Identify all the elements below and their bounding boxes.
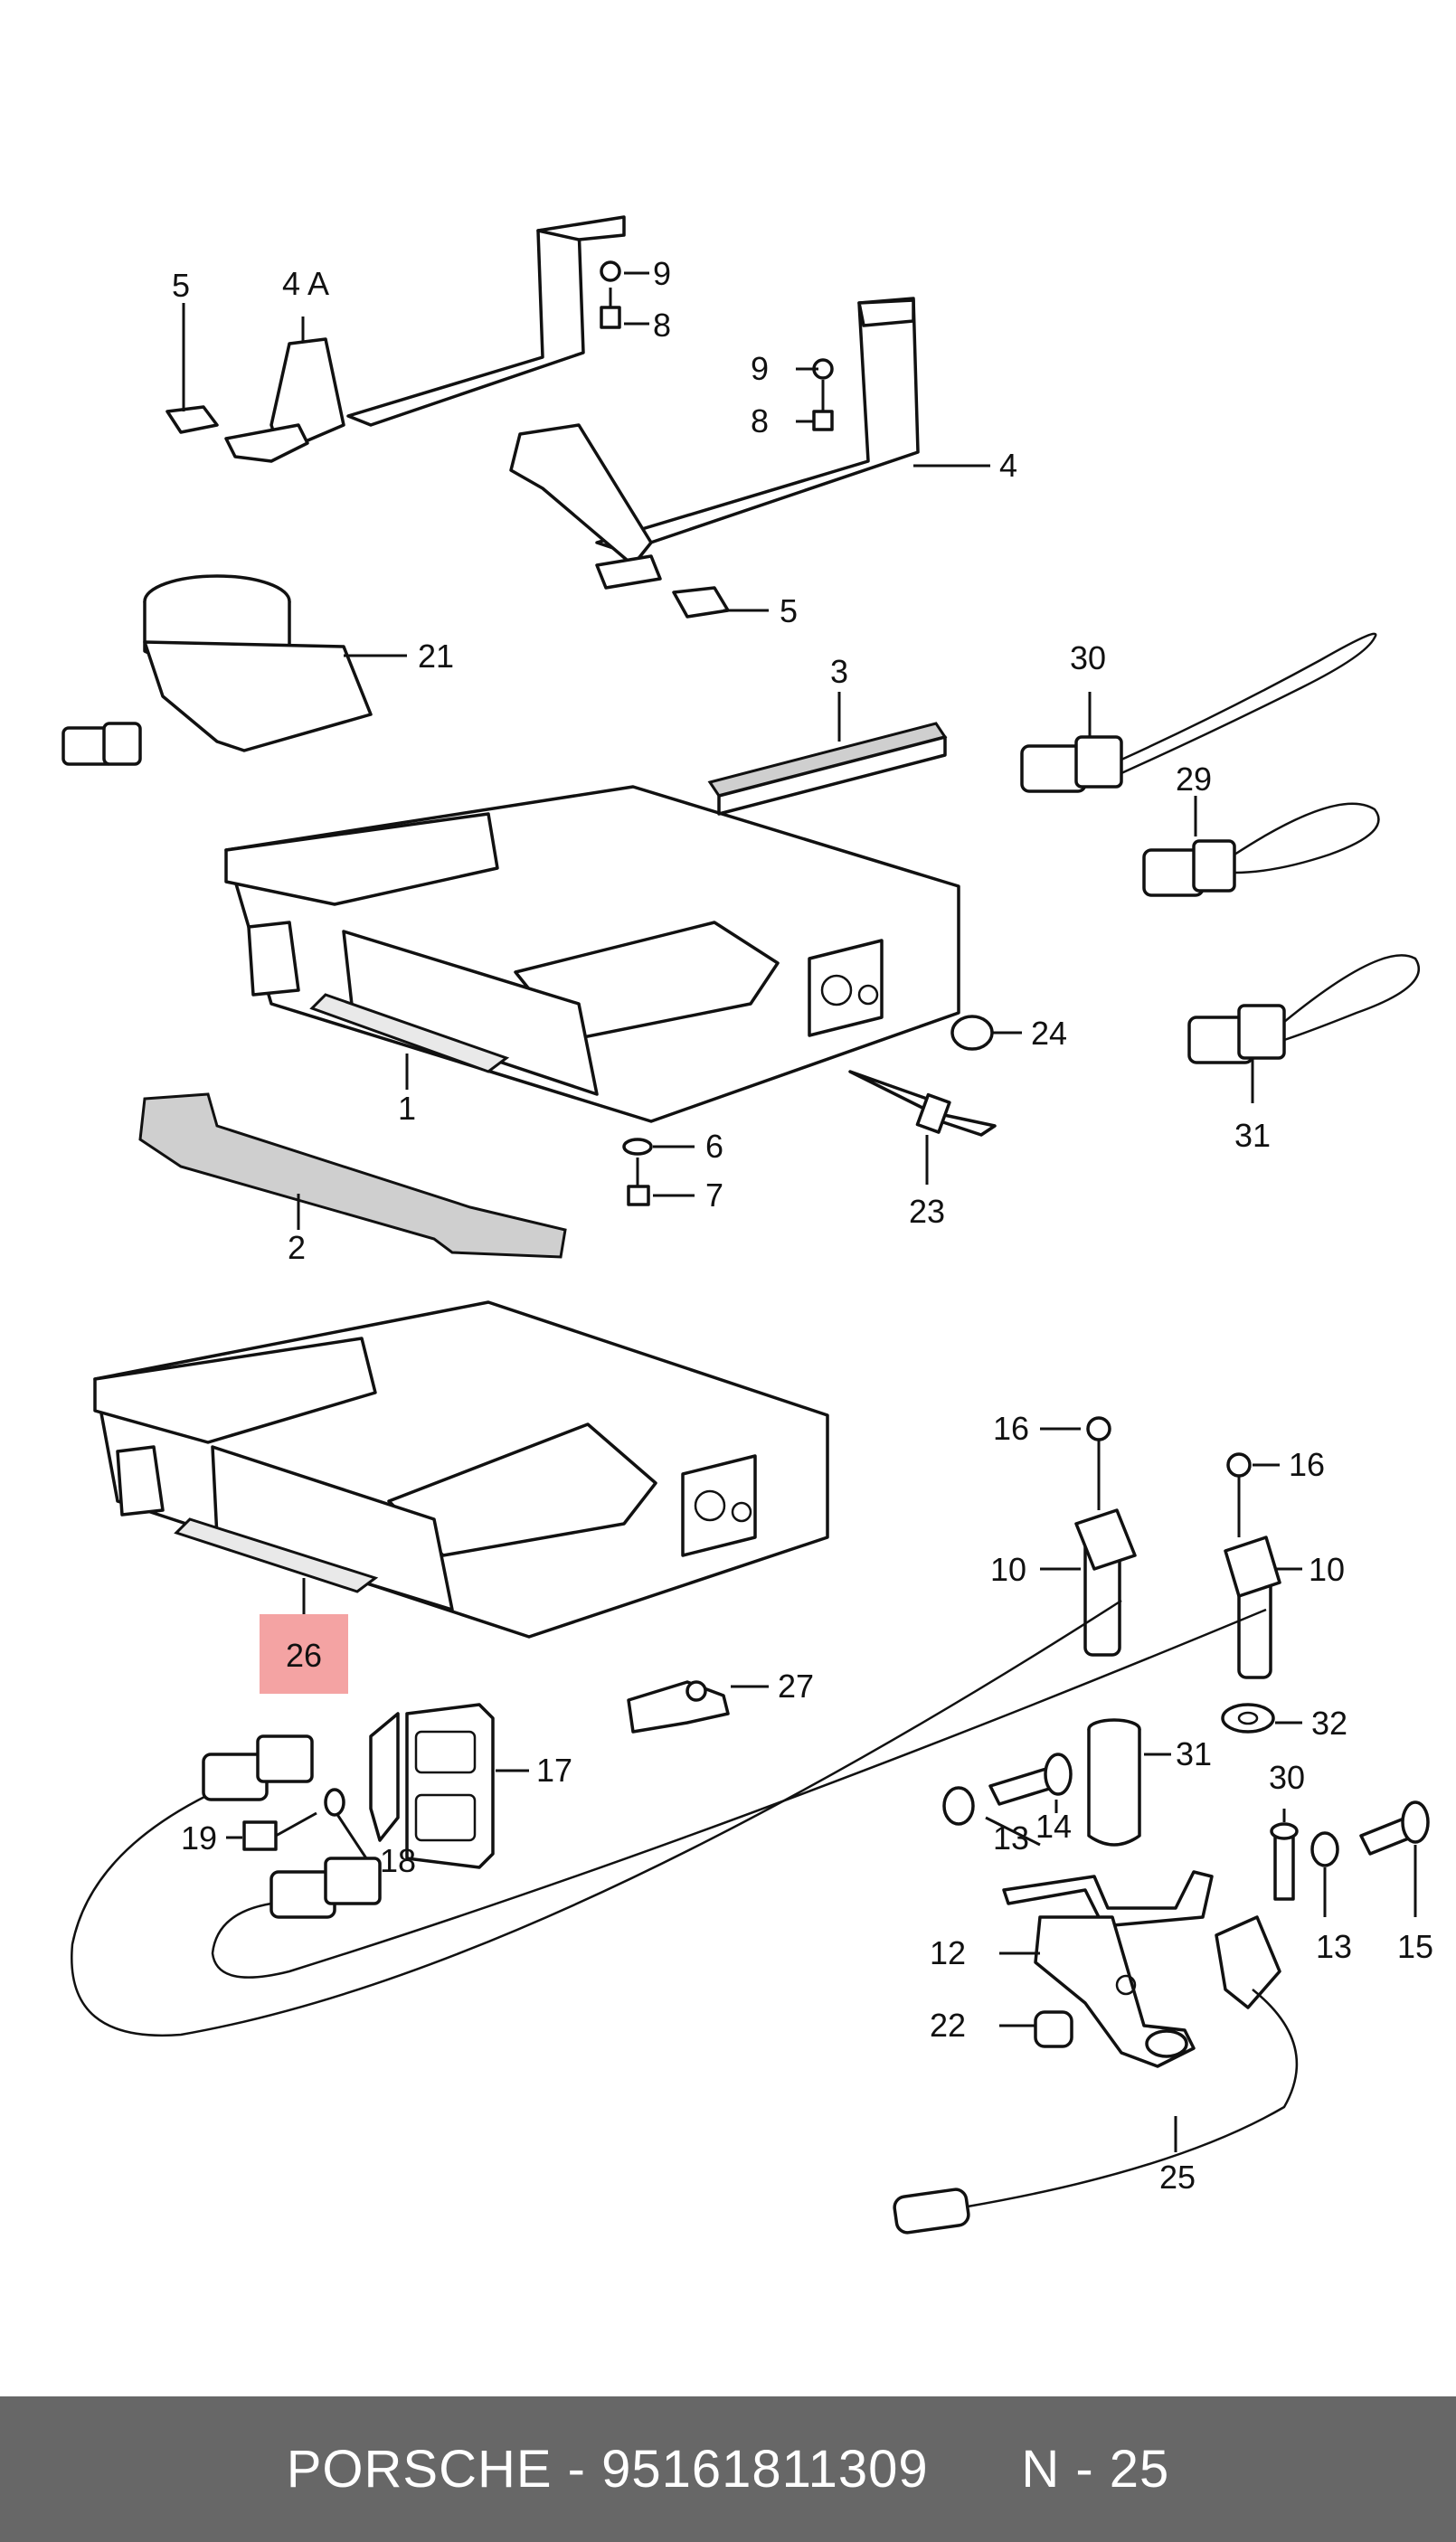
control-unit-1 [224, 785, 960, 1123]
callout-19: 19 [181, 1819, 217, 1857]
washer-32 [1221, 1703, 1275, 1734]
callout-15: 15 [1397, 1928, 1433, 1965]
callout-31: 31 [1176, 1735, 1212, 1772]
footer-caption: PORSCHE - 95161811309 N - 25 [287, 2439, 1170, 2499]
callout-10-a: 10 [990, 1551, 1026, 1588]
callout-16-a: 16 [993, 1410, 1029, 1447]
callout-5-a: 5 [172, 267, 190, 304]
harness-28 [1020, 632, 1377, 793]
callout-21: 22 [930, 2007, 966, 2044]
callout-25: 26 [286, 1637, 322, 1674]
callout-labels: 5 4 A 9 8 9 8 4 5 21 3 30 29 24 31 1 6 7… [172, 255, 1433, 2196]
callout-8-b: 8 [751, 402, 769, 439]
callout-7: 7 [705, 1177, 723, 1214]
spacer [929, 2440, 1022, 2499]
footer-bar: PORSCHE - 95161811309 N - 25 [0, 2396, 1456, 2542]
callout-17: 17 [536, 1752, 572, 1789]
callout-13-b: 13 [1316, 1928, 1352, 1965]
callout-5-b: 5 [780, 592, 798, 629]
screws-6-7 [622, 1138, 653, 1206]
callout-24: 25 [1159, 2159, 1196, 2196]
callout-4a: 4 A [282, 265, 329, 302]
foam-strip-3 [707, 722, 948, 816]
callout-23: 24 [1031, 1015, 1067, 1052]
callout-28: 30 [1070, 639, 1106, 676]
loop-30 [1187, 954, 1421, 1064]
component-20 [61, 574, 373, 766]
callout-16-b: 16 [1289, 1446, 1325, 1483]
loop-27 [1142, 802, 1380, 897]
callout-6: 6 [705, 1128, 723, 1165]
plug-21 [1034, 2010, 1073, 2048]
callout-12: 12 [930, 1934, 966, 1971]
highlight-box [260, 1614, 348, 1694]
leader-lines [182, 271, 1417, 2152]
sensor-26 [627, 1680, 730, 1734]
screws-8-9 [600, 260, 834, 431]
bracket-17 [369, 1703, 495, 1869]
bracket-4a [224, 215, 626, 463]
callout-8-a: 8 [653, 307, 671, 344]
callout-9-a: 9 [653, 255, 671, 292]
bolts-14-15-29 [942, 1753, 1430, 1901]
callout-22: 23 [909, 1193, 945, 1230]
callout-10-b: 10 [1309, 1551, 1345, 1588]
bracket-12 [1002, 1870, 1214, 2068]
callout-25-highlight: 26 [260, 1614, 348, 1694]
bracket-4 [509, 297, 920, 590]
separator: - [552, 2440, 602, 2499]
position-code: N - 25 [1021, 2440, 1170, 2499]
sensors-10 [1074, 1416, 1281, 1679]
part-number: 95161811309 [601, 2440, 929, 2499]
sleeve-31 [1087, 1718, 1141, 1847]
callout-27: 29 [1176, 761, 1212, 798]
control-unit-25 [93, 1300, 829, 1639]
callout-26: 27 [778, 1668, 814, 1705]
nut-5-mid [672, 586, 730, 619]
brand-name: PORSCHE [286, 2440, 553, 2499]
callout-4: 4 [999, 447, 1017, 484]
callout-29: 30 [1269, 1759, 1305, 1796]
callout-18: 18 [380, 1842, 416, 1879]
nut-5-top [165, 405, 219, 434]
sensor-22 [848, 1070, 997, 1137]
callout-32: 32 [1311, 1705, 1347, 1742]
cap-23 [950, 1015, 994, 1051]
callout-2: 2 [288, 1229, 306, 1266]
callout-9-b: 9 [751, 350, 769, 387]
sensor-24 [893, 1915, 1299, 2235]
parts-diagram: 5 4 A 9 8 9 8 4 5 21 3 30 29 24 31 1 6 7… [61, 215, 1433, 2235]
callout-3: 3 [830, 653, 848, 690]
callout-14: 14 [1035, 1808, 1072, 1845]
callout-20: 21 [418, 638, 454, 675]
callout-13-a: 13 [993, 1819, 1029, 1857]
callout-30: 31 [1234, 1117, 1271, 1154]
harness-cables [71, 1599, 1267, 2037]
callout-1: 1 [398, 1090, 416, 1127]
foam-pad-2 [138, 1092, 567, 1259]
connectors-19-18 [202, 1734, 382, 1919]
